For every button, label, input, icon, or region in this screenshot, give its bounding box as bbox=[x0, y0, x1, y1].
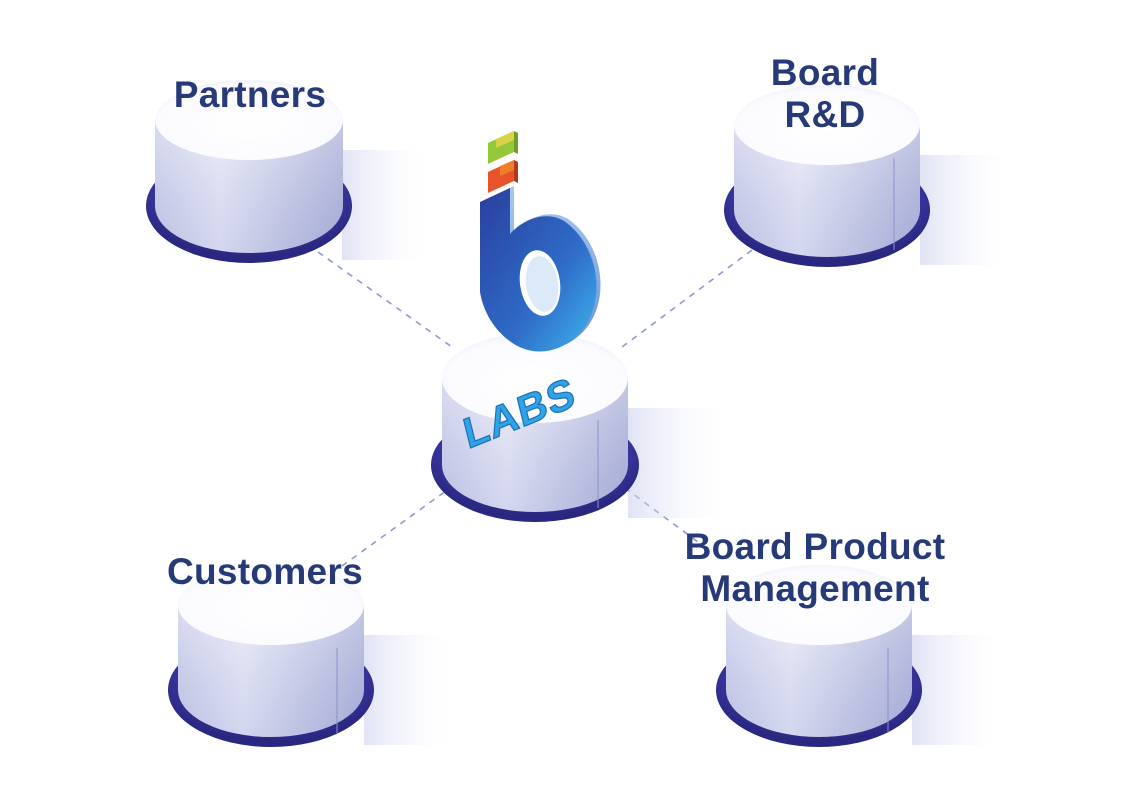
cylinder-customers bbox=[168, 565, 446, 747]
cylinder-rd bbox=[724, 85, 1005, 267]
label-line: Board bbox=[770, 52, 880, 93]
cylinder-pm bbox=[716, 565, 997, 747]
cylinder-center bbox=[431, 333, 723, 522]
label-line: Partners bbox=[173, 74, 327, 115]
cylinder-partners bbox=[146, 80, 422, 263]
label-line: R&D bbox=[784, 94, 866, 135]
node-label-partners: Partners bbox=[150, 74, 350, 116]
logo-letter-b bbox=[480, 186, 601, 352]
node-label-customers: Customers bbox=[150, 551, 380, 593]
label-line: Management bbox=[700, 568, 930, 609]
connector-rd bbox=[617, 249, 753, 351]
node-label-product-management: Board Product Management bbox=[655, 526, 975, 610]
connector-partners bbox=[317, 251, 453, 348]
connector-customers bbox=[341, 487, 451, 567]
label-line: Customers bbox=[167, 551, 363, 592]
logo-color-bars bbox=[488, 131, 518, 193]
node-label-rd: Board R&D bbox=[725, 52, 925, 136]
label-line: Board Product bbox=[684, 526, 946, 567]
